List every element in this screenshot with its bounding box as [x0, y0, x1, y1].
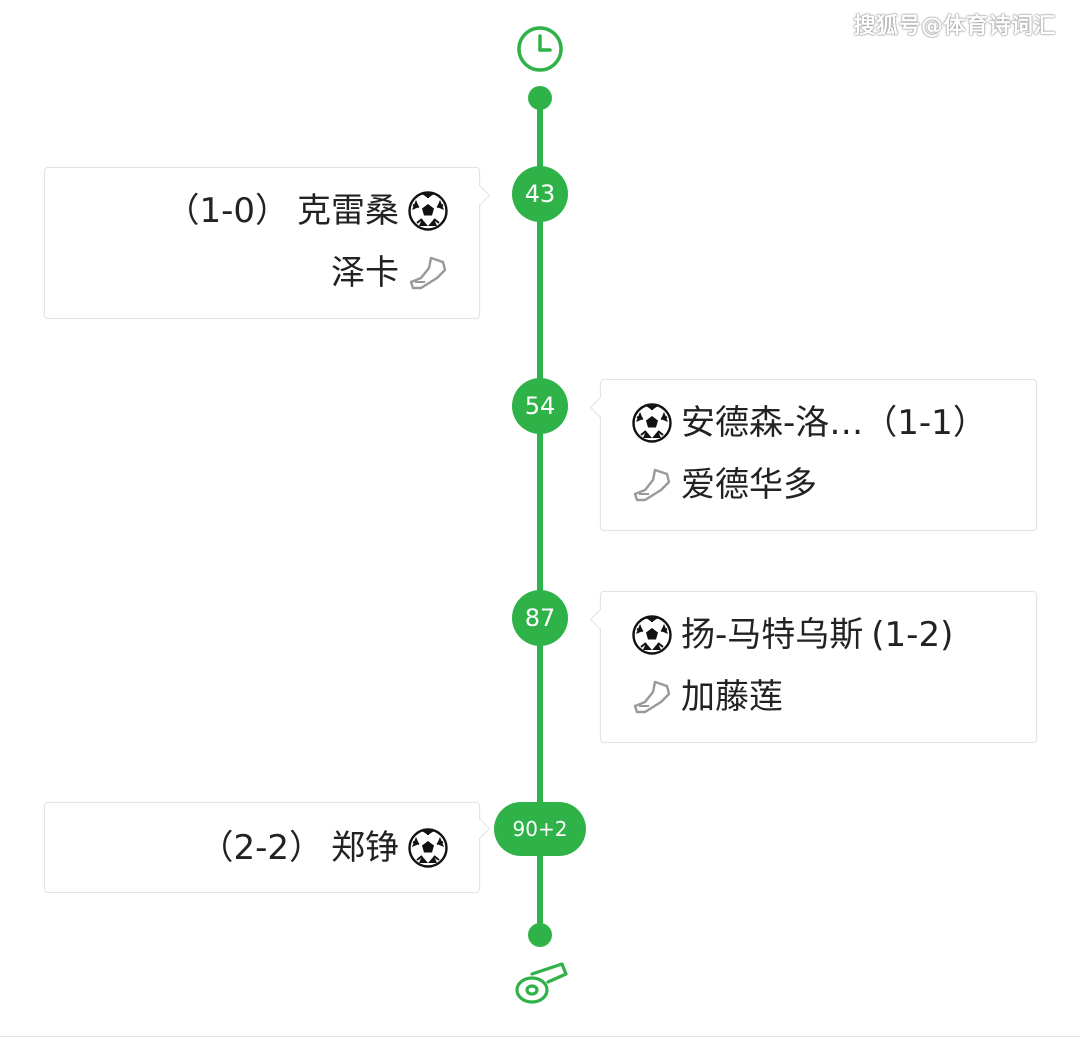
- event-card[interactable]: （1-0） 克雷桑 泽卡: [44, 167, 491, 319]
- goal-row: （2-2） 郑铮: [199, 827, 449, 869]
- score: （1-0）: [165, 191, 289, 231]
- card-pointer: [468, 184, 491, 207]
- score: （2-2）: [199, 828, 323, 868]
- goal-row: 安德森-洛… （1-1）: [631, 402, 987, 444]
- minute-badge[interactable]: 87: [512, 590, 568, 646]
- goal-row: （1-0） 克雷桑: [165, 190, 449, 232]
- timeline-end-dot: [528, 923, 552, 947]
- assist-row: 泽卡: [331, 252, 449, 294]
- score: (1-2): [871, 615, 954, 655]
- card-pointer: [589, 608, 612, 631]
- minute-badge[interactable]: 43: [512, 166, 568, 222]
- scorer-name: 克雷桑: [297, 191, 399, 231]
- timeline-start-dot: [528, 86, 552, 110]
- scorer-name: 郑铮: [331, 828, 399, 868]
- minute-badge[interactable]: 90+2: [494, 802, 586, 856]
- event-card[interactable]: 扬-马特乌斯 (1-2) 加藤莲: [589, 591, 1037, 743]
- bottom-divider: [0, 1036, 1080, 1037]
- assist-row: 加藤莲: [631, 676, 783, 718]
- boot-icon: [633, 468, 671, 502]
- scorer-name: 扬-马特乌斯: [681, 615, 864, 655]
- event-card[interactable]: （2-2） 郑铮: [44, 802, 491, 893]
- watermark: 搜狐号@体育诗词汇: [853, 14, 1056, 39]
- goal-row: 扬-马特乌斯 (1-2): [631, 614, 953, 656]
- soccer-ball-icon: [632, 403, 672, 443]
- assist-row: 爱德华多: [631, 464, 817, 506]
- timeline-line: [537, 97, 543, 935]
- scorer-name: 安德森-洛…: [681, 403, 864, 443]
- card-pointer: [468, 817, 491, 840]
- assist-name: 爱德华多: [681, 465, 817, 505]
- assist-name: 加藤莲: [681, 677, 783, 717]
- soccer-ball-icon: [632, 615, 672, 655]
- boot-icon: [409, 256, 447, 290]
- event-card[interactable]: 安德森-洛… （1-1） 爱德华多: [589, 379, 1037, 531]
- minute-badge[interactable]: 54: [512, 378, 568, 434]
- soccer-ball-icon: [408, 191, 448, 231]
- assist-name: 泽卡: [331, 253, 399, 293]
- whistle-icon: [515, 962, 568, 1004]
- clock-icon: [517, 26, 563, 72]
- card-pointer: [589, 396, 612, 419]
- boot-icon: [633, 680, 671, 714]
- score: （1-1）: [863, 403, 987, 443]
- soccer-ball-icon: [408, 828, 448, 868]
